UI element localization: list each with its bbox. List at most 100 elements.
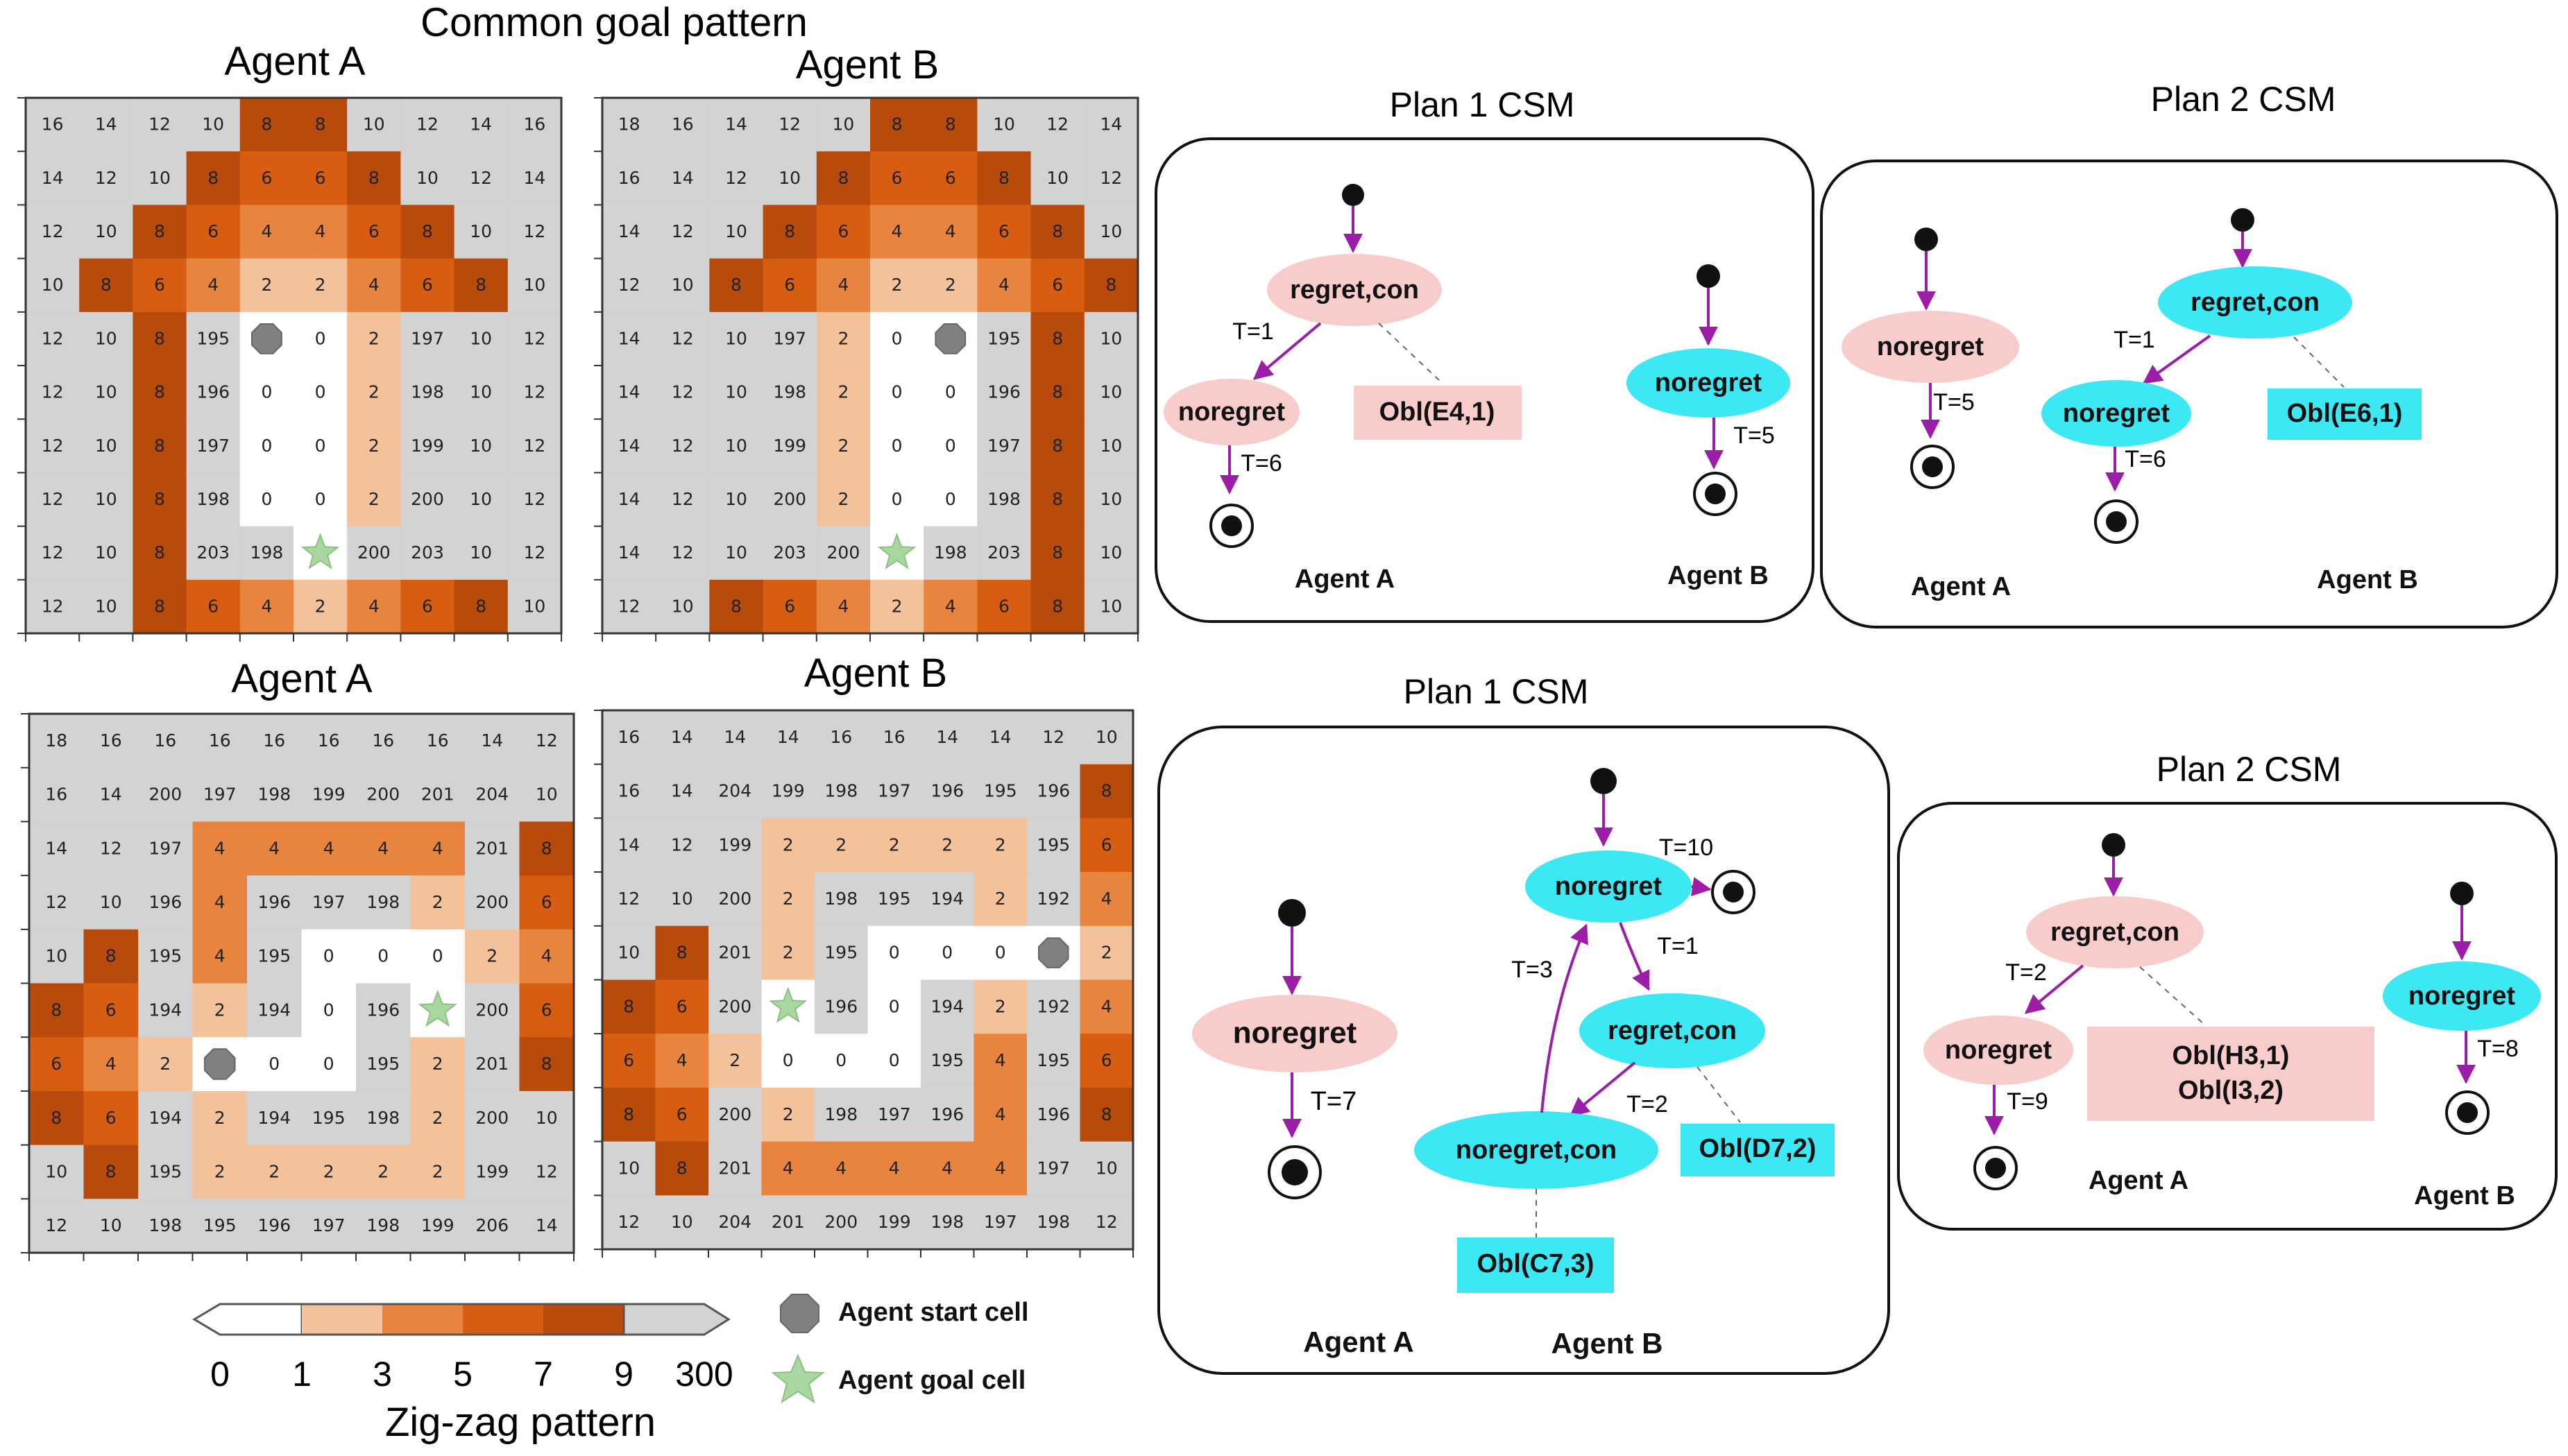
grid-cell-value: 6 [677,996,688,1016]
grid-cell [924,151,978,205]
grid-cell-value: 12 [95,168,117,188]
grid-cell [655,1195,709,1250]
grid-cell-value: 195 [257,946,291,966]
grid-cell [465,1199,520,1253]
grid-cell [239,419,294,473]
grid-cell [507,579,562,634]
grid-cell [1030,205,1085,259]
grid-cell-value: 201 [475,1054,509,1074]
grid-cell-value: 8 [1052,596,1063,616]
grid-cell [816,205,871,259]
grid-cell-value: 197 [878,781,911,801]
grid-cell-value: 16 [45,785,67,805]
grid-cell-value: 10 [45,1161,67,1181]
grid-cell-value: 2 [377,1161,389,1181]
grid-cell [761,764,815,819]
grid-cell-value: 196 [148,892,182,912]
grid-cell [870,366,924,420]
grid-cell-value: 6 [105,1000,117,1020]
grid1-title: Agent A [224,39,365,84]
grid-cell [867,1034,921,1088]
grid-cell [410,1199,466,1253]
grid-cell [1030,366,1085,420]
grid-cell [977,98,1032,152]
grid-cell [294,151,348,205]
grid-cell-value: 6 [784,275,795,295]
grid-cell [454,151,509,205]
grid-cell-value: 12 [42,382,64,402]
grid-cell [507,205,562,259]
plan2-bot-title: Plan 2 CSM [2157,750,2342,789]
grid-cell-value: 198 [934,542,967,563]
grid-cell-value: 206 [475,1215,509,1235]
grid-cell-value: 195 [824,943,858,963]
grid-cell-value: 10 [100,1215,122,1235]
grid-cell [870,419,924,473]
grid-cell-value: 8 [623,1104,634,1124]
grid-cell-value: 10 [725,542,747,563]
grid-cell-value: 203 [987,542,1021,563]
grid-cell-value: 2 [837,382,849,402]
grid-cell [921,710,975,765]
grid-cell [763,311,817,366]
start-cell-octagon-icon [780,1294,819,1333]
grid-cell-value: 195 [984,781,1017,801]
grid-cell-value: 198 [930,1212,964,1232]
grid-cell [400,526,455,581]
grid-cell [708,764,763,819]
grid-cell-value: 8 [154,328,165,348]
grid-cell-value: 10 [832,114,854,135]
grid-cell-value: 2 [945,275,956,295]
grid-cell [977,526,1032,581]
grid-cell [454,472,509,527]
grid-cell-value: 200 [827,542,860,563]
grid-cell [133,311,187,366]
grid-cell-value: 10 [618,1158,640,1178]
grid-cell [83,875,139,930]
grid-cell [921,1195,975,1250]
grid-cell [761,710,815,765]
grid-cell [519,821,575,876]
grid-cell [1084,311,1139,366]
grid-cell-value: 8 [892,114,903,135]
grid-cell [709,98,764,152]
grid-cell [294,98,348,152]
grid-cell [294,366,348,420]
grid-cell-value: 10 [470,328,492,348]
grid-cell-value: 8 [945,114,956,135]
grid-cell-value: 10 [618,943,640,963]
grid-cell [1027,710,1081,765]
grid-cell [816,311,871,366]
grid-cell [247,1037,303,1092]
grid-cell [186,311,241,366]
grid-cell [519,767,575,822]
grid-cell-value: 6 [677,1104,688,1124]
grid-cell-value: 2 [1101,943,1112,963]
grid-cell-value: 198 [824,889,858,909]
grid-cell-value: 16 [672,114,694,135]
grid-cell-value: 4 [1101,889,1112,909]
grid-cell-value: 10 [523,275,545,295]
grid-cell [816,579,871,634]
grid-cell-value: 198 [824,1104,858,1124]
grid-cell-value: 8 [422,221,433,241]
grid-cell-value: 14 [725,114,747,135]
grid-cell-value: 14 [95,114,117,135]
grid-cell [708,710,763,765]
grid-cell-value: 10 [95,436,117,456]
grid-cell [83,929,139,984]
grid-cell [816,526,871,581]
grid-cell [921,818,975,873]
grid-cell-value: 14 [777,727,799,747]
p1bot-state-top: noregret [1555,872,1662,901]
p2bot-agent-b: Agent B [2414,1181,2515,1210]
grid-cell [301,1199,357,1253]
grid-cell [709,579,764,634]
p1top-t1: T=1 [1232,318,1274,345]
grid-cell-value: 2 [783,1104,794,1124]
grid-cell [239,579,294,634]
grid-cell-value: 2 [729,1050,740,1070]
grid-cell [867,1087,921,1142]
grid-cell [138,714,194,769]
grid3-title: Agent A [231,656,372,701]
